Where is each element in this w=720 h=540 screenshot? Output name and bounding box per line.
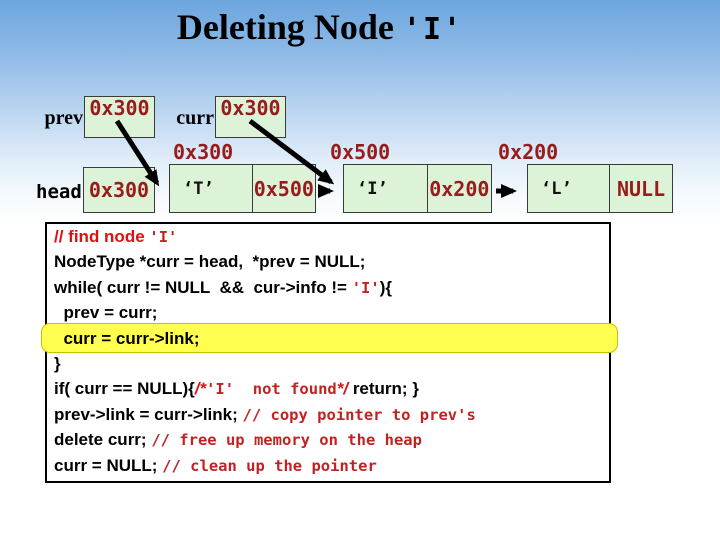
code-segment: curr = NULL; — [54, 455, 163, 475]
code-segment: /* — [194, 379, 207, 399]
code-segment: prev->link = curr->link; — [54, 404, 243, 424]
code-line: NodeType *curr = head, *prev = NULL; — [47, 250, 609, 275]
node-T: ‘T’ 0x500 — [169, 164, 316, 213]
code-segment: // copy pointer to prev's — [242, 405, 476, 424]
head-label: head — [36, 181, 82, 203]
code-line: while( curr != NULL && cur->info != 'I')… — [47, 276, 609, 301]
code-line: // find node 'I' — [47, 225, 609, 250]
node-I: ‘I’ 0x200 — [343, 164, 492, 213]
node-L: ‘L’ NULL — [527, 164, 673, 213]
head-pointer-box: 0x300 — [83, 167, 155, 213]
code-segment: // free up memory on the heap — [151, 431, 422, 450]
highlight-bar — [41, 323, 618, 353]
code-segment: // clean up the pointer — [162, 456, 377, 475]
node-address-0x300: 0x300 — [173, 140, 234, 164]
code-line: if( curr == NULL){/*'I' not found*/ retu… — [47, 377, 609, 402]
code-line: curr = NULL; // clean up the pointer — [47, 454, 609, 479]
code-segment: return; } — [348, 379, 419, 399]
code-segment: curr = curr->link; — [54, 328, 200, 348]
code-line: prev = curr; — [47, 301, 609, 326]
code-line-highlighted: curr = curr->link; — [47, 327, 609, 352]
code-segment: ){ — [379, 277, 392, 297]
code-segment: 'I' — [149, 228, 178, 246]
node-address-0x500: 0x500 — [330, 140, 391, 164]
code-line: delete curr; // free up memory on the he… — [47, 428, 609, 453]
code-segment: // find node — [54, 227, 150, 246]
code-lines: // find node 'I' NodeType *curr = head, … — [47, 224, 609, 479]
node-T-info-cell: ‘T’ — [183, 178, 214, 199]
node-I-link-cell: 0x200 — [426, 165, 491, 212]
prev-label: prev — [44, 107, 83, 129]
code-segment: } — [54, 353, 61, 373]
code-segment: NodeType *curr = head, *prev = NULL; — [54, 252, 366, 272]
code-line: prev->link = curr->link; // copy pointer… — [47, 403, 609, 428]
code-segment: */ — [336, 379, 349, 399]
slide-title: Deleting Node 'I' — [0, 6, 640, 48]
node-address-0x200: 0x200 — [498, 140, 559, 164]
node-I-info-cell: ‘I’ — [357, 178, 388, 199]
code-segment: 'I' — [351, 278, 380, 297]
slide-title-node-char: 'I' — [402, 12, 464, 47]
code-line: } — [47, 352, 609, 377]
curr-label: curr — [176, 107, 214, 129]
node-L-link-cell: NULL — [609, 165, 672, 212]
curr-pointer-box: 0x300 — [215, 96, 286, 138]
code-segment: if( curr == NULL){ — [54, 379, 195, 399]
code-segment: delete curr; — [54, 430, 152, 450]
code-segment: 'I' not found — [206, 380, 337, 399]
prev-pointer-box: 0x300 — [84, 96, 155, 138]
code-segment: while( curr != NULL && cur->info != — [54, 277, 352, 297]
slide-title-text: Deleting Node — [176, 7, 403, 47]
code-segment: prev = curr; — [54, 303, 158, 323]
node-L-info-cell: ‘L’ — [541, 178, 572, 199]
code-box: // find node 'I' NodeType *curr = head, … — [41, 222, 618, 483]
node-T-link-cell: 0x500 — [251, 165, 315, 212]
